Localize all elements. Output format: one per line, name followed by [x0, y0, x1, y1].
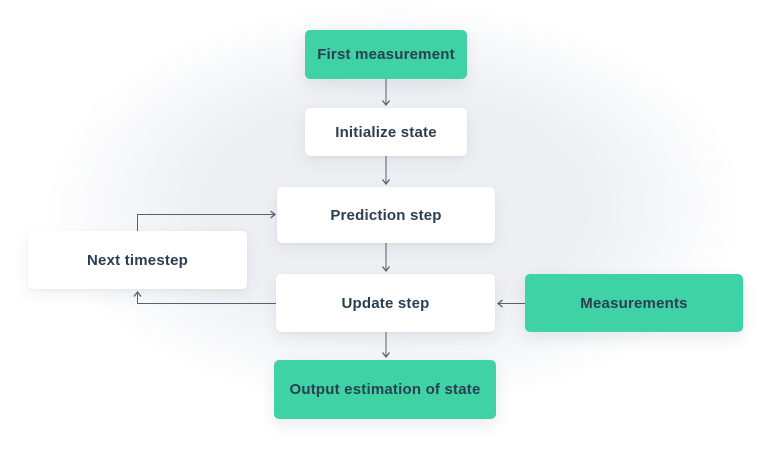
node-first-measurement: First measurement — [305, 30, 467, 79]
node-first-measurement-label: First measurement — [317, 46, 455, 63]
node-initialize-state-label: Initialize state — [335, 123, 437, 141]
node-initialize-state: Initialize state — [305, 108, 467, 156]
node-output-estimation-label: Output estimation of state — [289, 381, 481, 398]
node-next-timestep: Next timestep — [28, 231, 247, 289]
node-prediction-step: Prediction step — [277, 187, 495, 243]
node-update-step: Update step — [276, 274, 495, 332]
node-measurements: Measurements — [525, 274, 743, 332]
node-update-step-label: Update step — [341, 294, 430, 312]
node-prediction-step-label: Prediction step — [330, 206, 442, 224]
node-output-estimation: Output estimation of state — [274, 360, 496, 419]
edge-next-timestep-to-prediction-step — [137, 210, 277, 231]
edge-update-step-to-next-timestep — [133, 290, 276, 304]
node-next-timestep-label: Next timestep — [87, 251, 188, 269]
node-measurements-label: Measurements — [580, 294, 688, 312]
